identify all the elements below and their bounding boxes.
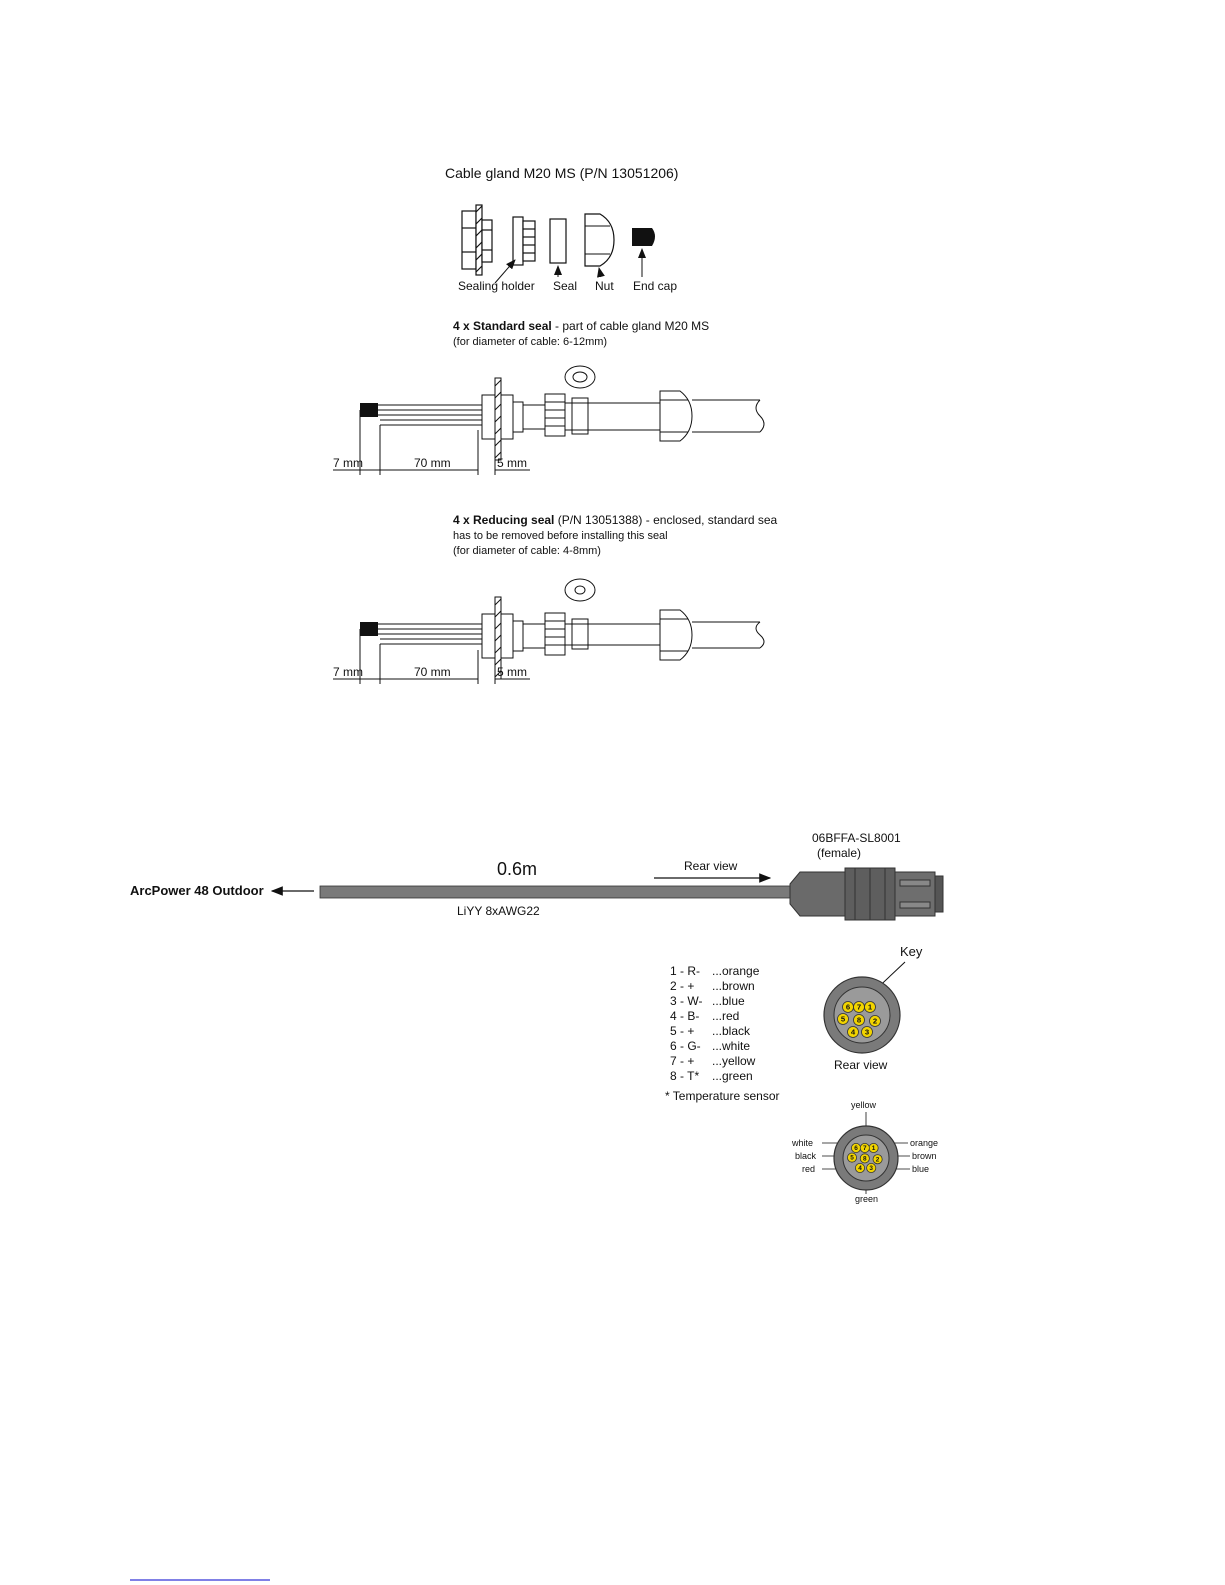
wire-face-pin-7 bbox=[859, 1143, 870, 1154]
rear-face-pin-label-8: 8 bbox=[857, 1015, 862, 1024]
key-label: Key bbox=[900, 944, 923, 959]
part-label-sealing-holder: Sealing holder bbox=[458, 279, 535, 293]
standard-dim-70mm: 70 mm bbox=[414, 456, 451, 470]
wire-face-pin-5 bbox=[847, 1152, 858, 1163]
rear-view-arrow-label: Rear view bbox=[684, 859, 738, 873]
rear-face-pin-3 bbox=[861, 1026, 873, 1038]
rear-face-pin-label-4: 4 bbox=[851, 1027, 856, 1036]
rear-face-pin-label-1: 1 bbox=[868, 1002, 873, 1011]
rear-face-pin-4 bbox=[847, 1026, 859, 1038]
seal-part bbox=[549, 218, 567, 264]
wire-face-pin-label-8: 8 bbox=[863, 1155, 867, 1162]
reducing-dim-70mm: 70 mm bbox=[414, 665, 451, 679]
cable-section: 06BFFA-SL8001 (female) 0.6m Rear view Ar… bbox=[130, 831, 944, 921]
cable-gland-section: Cable gland M20 MS (P/N 13051206) bbox=[445, 165, 678, 293]
rear-face-pin-7 bbox=[853, 1001, 865, 1013]
pinout-row-pin-5: 5 - + bbox=[670, 1024, 694, 1038]
rear-face-pin-label-6: 6 bbox=[846, 1002, 850, 1011]
reducing-seal-note-2: (for diameter of cable: 4-8mm) bbox=[453, 545, 601, 557]
pinout-row-pin-7: 7 - + bbox=[670, 1054, 694, 1068]
reducing-seal-section: 4 x Reducing seal (P/N 13051388) - enclo… bbox=[333, 513, 778, 684]
rear-face-pin-8 bbox=[853, 1014, 865, 1026]
reducing-dim-7mm: 7 mm bbox=[333, 665, 363, 679]
wire-color-face: yellow green white black red orange brow… bbox=[791, 1100, 938, 1204]
wire-face-pin-8 bbox=[859, 1153, 870, 1164]
rear-face-pin-label-5: 5 bbox=[841, 1014, 846, 1023]
wire-label-black: black bbox=[795, 1151, 817, 1161]
reducing-seal-drawing bbox=[333, 578, 765, 684]
part-label-seal: Seal bbox=[553, 279, 577, 293]
device-name: ArcPower 48 Outdoor bbox=[130, 883, 264, 898]
nut-part bbox=[584, 213, 615, 267]
wire-face-pin-label-5: 5 bbox=[850, 1155, 854, 1162]
rear-face-pin-label-2: 2 bbox=[873, 1016, 877, 1025]
standard-dim-7mm: 7 mm bbox=[333, 456, 363, 470]
sealing-holder-part bbox=[461, 204, 536, 276]
wire-label-orange: orange bbox=[910, 1138, 938, 1148]
connector-gender: (female) bbox=[817, 846, 861, 860]
rear-face-pin-2 bbox=[869, 1015, 881, 1027]
pinout-row-color-5: ...black bbox=[712, 1024, 751, 1038]
reducing-dim-5mm: 5 mm bbox=[497, 665, 527, 679]
wire-label-white: white bbox=[791, 1138, 813, 1148]
rear-face-pin-label-3: 3 bbox=[865, 1027, 869, 1036]
wire-face-pin-label-7: 7 bbox=[863, 1145, 867, 1152]
pinout-row-color-7: ...yellow bbox=[712, 1054, 756, 1068]
cable-type: LiYY 8xAWG22 bbox=[457, 904, 540, 918]
wire-face-pin-label-3: 3 bbox=[869, 1165, 873, 1172]
cable-length: 0.6m bbox=[497, 859, 537, 879]
wire-face-pin-label-4: 4 bbox=[858, 1165, 862, 1172]
standard-seal-section: 4 x Standard seal - part of cable gland … bbox=[333, 319, 765, 475]
pinout-row-color-2: ...brown bbox=[712, 979, 755, 993]
pinout-table: 1 - R- ...orange 2 - + ...brown 3 - W- ...blu… bbox=[665, 964, 780, 1103]
pinout-row-pin-3: 3 - W- bbox=[670, 994, 702, 1008]
wire-face-pin-4 bbox=[855, 1163, 866, 1174]
wire-label-blue: blue bbox=[912, 1164, 929, 1174]
pinout-row-color-1: ...orange bbox=[712, 964, 760, 978]
pinout-row-pin-6: 6 - G- bbox=[670, 1039, 701, 1053]
end-cap-part bbox=[632, 228, 655, 246]
reducing-seal-note-1: has to be removed before installing this… bbox=[453, 530, 668, 542]
pinout-row-color-8: ...green bbox=[712, 1069, 753, 1083]
part-label-end-cap: End cap bbox=[633, 279, 677, 293]
pinout-row-pin-2: 2 - + bbox=[670, 979, 694, 993]
pinout-row-pin-8: 8 - T* bbox=[670, 1069, 699, 1083]
reducing-seal-heading: 4 x Reducing seal (P/N 13051388) - enclo… bbox=[453, 513, 778, 527]
connector-part-number: 06BFFA-SL8001 bbox=[812, 831, 901, 845]
wire-label-brown: brown bbox=[912, 1151, 937, 1161]
pinout-row-pin-1: 1 - R- bbox=[670, 964, 700, 978]
cable-body bbox=[319, 885, 791, 899]
rear-face-pin-label-7: 7 bbox=[857, 1002, 861, 1011]
part-label-nut: Nut bbox=[595, 279, 614, 293]
gland-title: Cable gland M20 MS (P/N 13051206) bbox=[445, 165, 678, 181]
standard-seal-heading: 4 x Standard seal - part of cable gland … bbox=[453, 319, 709, 333]
wire-face-pin-label-1: 1 bbox=[872, 1145, 876, 1152]
wire-label-red: red bbox=[802, 1164, 815, 1174]
pinout-row-pin-4: 4 - B- bbox=[670, 1009, 699, 1023]
standard-seal-note: (for diameter of cable: 6-12mm) bbox=[453, 336, 607, 348]
wire-face-pin-label-2: 2 bbox=[876, 1156, 880, 1163]
pinout-row-color-3: ...blue bbox=[712, 994, 745, 1008]
standard-seal-drawing bbox=[333, 365, 765, 475]
pinout-footnote: * Temperature sensor bbox=[665, 1089, 780, 1103]
wire-label-yellow: yellow bbox=[851, 1100, 877, 1110]
wire-face-pin-2 bbox=[872, 1154, 883, 1165]
wire-face-pin-3 bbox=[866, 1163, 877, 1174]
wire-face-pin-label-6: 6 bbox=[854, 1145, 858, 1152]
rear-view-label: Rear view bbox=[834, 1058, 888, 1072]
pinout-row-color-6: ...white bbox=[712, 1039, 750, 1053]
rear-face-pin-5 bbox=[837, 1013, 849, 1025]
pinout-row-color-4: ...red bbox=[712, 1009, 739, 1023]
standard-dim-5mm: 5 mm bbox=[497, 456, 527, 470]
wire-label-green: green bbox=[855, 1194, 878, 1204]
connector-drawing bbox=[789, 867, 944, 921]
